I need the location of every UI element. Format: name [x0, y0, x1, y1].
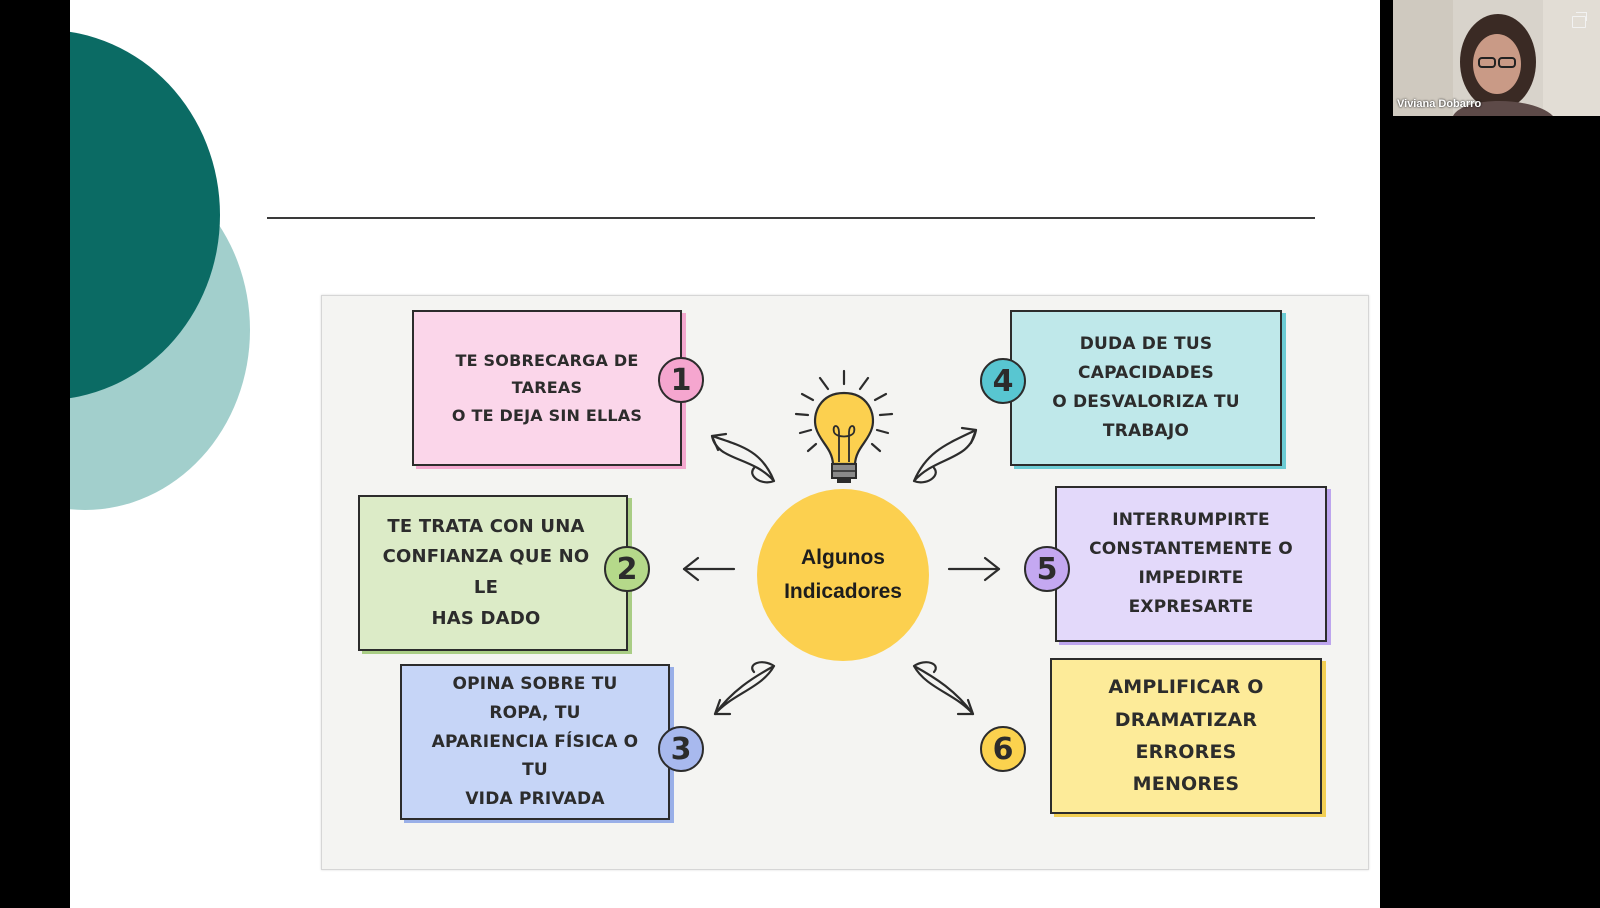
indicator-badge-4: 4 [980, 358, 1026, 404]
presentation-slide: Algunos Indicadores TE SOBRECARGA DE TAR… [70, 0, 1380, 908]
arrow-to-5 [947, 556, 1001, 582]
indicator-3-number: 3 [670, 731, 692, 767]
indicator-5-number: 5 [1036, 551, 1058, 587]
indicator-6-line-3: MENORES [1132, 773, 1240, 796]
indicator-box-6: AMPLIFICAR O DRAMATIZAR ERRORES MENORES [1050, 658, 1322, 814]
indicator-2-number: 2 [616, 551, 638, 587]
arrow-to-2 [682, 556, 736, 582]
participant-video-tile[interactable]: Viviana Dobarro [1393, 0, 1600, 116]
indicator-badge-2: 2 [604, 546, 650, 592]
indicator-6-line-2: DRAMATIZAR ERRORES [1114, 708, 1258, 763]
center-topic-circle: Algunos Indicadores [757, 489, 929, 661]
indicator-4-line-3: TRABAJO [1102, 420, 1190, 441]
indicator-box-5: INTERRUMPIRTE CONSTANTEMENTE O IMPEDIRTE… [1055, 486, 1327, 642]
center-label-line1: Algunos [801, 546, 885, 570]
indicator-box-4: DUDA DE TUS CAPACIDADES O DESVALORIZA TU… [1010, 310, 1282, 466]
indicators-infographic: Algunos Indicadores TE SOBRECARGA DE TAR… [321, 295, 1369, 870]
indicator-4-line-2: O DESVALORIZA TU [1052, 392, 1240, 412]
right-letterbox [1380, 0, 1600, 908]
indicator-4-number: 4 [992, 363, 1014, 399]
indicator-box-1: TE SOBRECARGA DE TAREAS O TE DEJA SIN EL… [412, 310, 682, 466]
participant-name-label: Viviana Dobarro [1397, 98, 1482, 110]
indicator-4-line-1: DUDA DE TUS CAPACIDADES [1078, 334, 1214, 384]
indicator-badge-3: 3 [658, 726, 704, 772]
indicator-2-line-1: TE TRATA CON UNA [387, 515, 585, 537]
arrow-to-1 [710, 432, 776, 484]
indicator-2-line-2: CONFIANZA QUE NO LE [382, 546, 590, 598]
indicator-5-line-3: IMPEDIRTE EXPRESARTE [1128, 568, 1254, 617]
indicator-badge-6: 6 [980, 726, 1026, 772]
indicator-1-line-2: O TE DEJA SIN ELLAS [451, 405, 643, 425]
indicator-3-line-3: VIDA PRIVADA [465, 789, 605, 810]
indicator-2-line-3: HAS DADO [431, 607, 541, 629]
participant-video-feed [1393, 0, 1600, 116]
indicator-box-3: OPINA SOBRE TU ROPA, TU APARIENCIA FÍSIC… [400, 664, 670, 820]
indicator-badge-1: 1 [658, 357, 704, 403]
indicator-6-line-1: AMPLIFICAR O [1108, 676, 1264, 699]
indicator-badge-5: 5 [1024, 546, 1070, 592]
indicator-5-line-2: CONSTANTEMENTE O [1089, 539, 1293, 560]
arrow-to-6 [912, 661, 975, 716]
arrow-to-4 [912, 426, 978, 484]
indicator-5-line-1: INTERRUMPIRTE [1112, 510, 1270, 531]
indicator-1-line-1: TE SOBRECARGA DE TAREAS [455, 351, 639, 398]
center-label-line2: Indicadores [784, 580, 902, 603]
indicator-3-line-2: APARIENCIA FÍSICA O TU [431, 731, 639, 781]
lightbulb-icon [813, 391, 875, 483]
slide-title-divider [267, 217, 1315, 219]
indicator-box-2: TE TRATA CON UNA CONFIANZA QUE NO LE HAS… [358, 495, 628, 651]
lightbulb-rays [794, 369, 894, 453]
indicator-6-number: 6 [992, 731, 1014, 767]
indicator-1-number: 1 [670, 362, 692, 398]
arrow-to-3 [713, 661, 776, 716]
indicator-3-line-1: OPINA SOBRE TU ROPA, TU [452, 673, 618, 723]
popout-icon[interactable] [1572, 12, 1587, 28]
arrows-layer [682, 369, 1001, 716]
left-letterbox [0, 0, 70, 908]
